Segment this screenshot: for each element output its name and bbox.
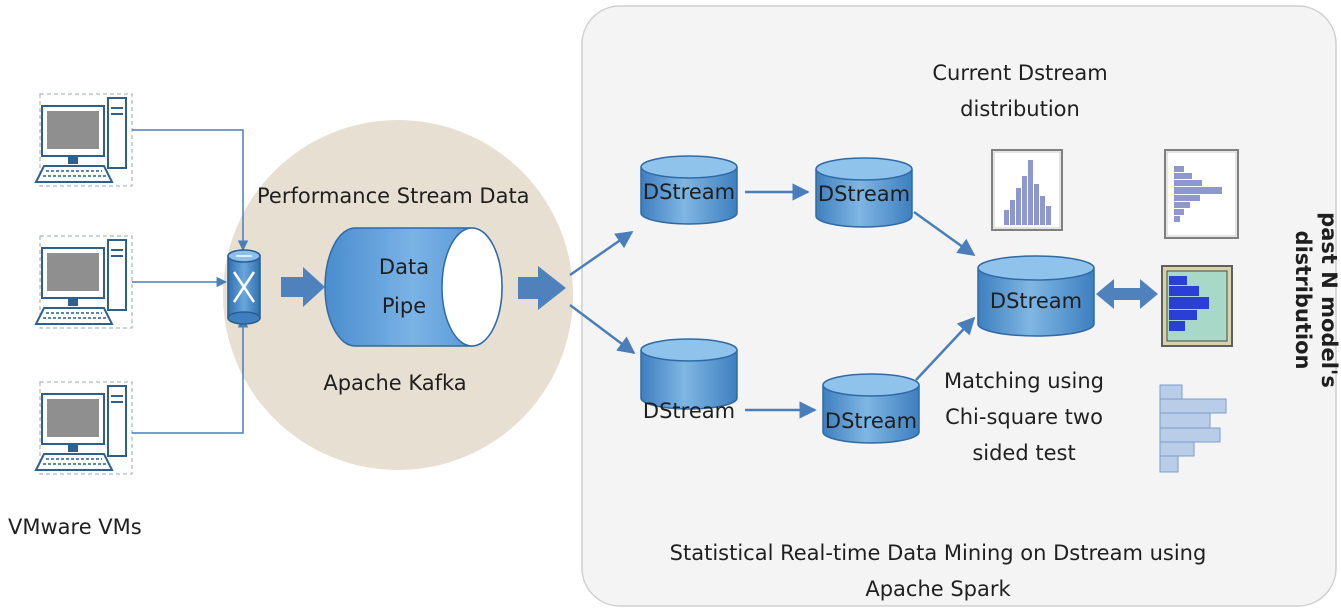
dstream-bottom-left-label: DStream [643, 399, 735, 423]
dstream-top-left-label: DStream [643, 180, 735, 204]
past-distribution-histogram-icon-3 [1159, 384, 1227, 473]
arrow-pipe-to-spark [518, 266, 566, 310]
past-distribution-histogram-icon-1 [1164, 149, 1239, 239]
apache-kafka-label: Apache Kafka [323, 371, 466, 395]
performance-stream-label: Performance Stream Data [257, 184, 530, 208]
past-distribution-label-line1: past N model's [1317, 212, 1341, 388]
matching-label-line3: sided test [972, 441, 1075, 465]
vm-computer-icon-2 [35, 235, 133, 329]
vm-computer-icon-3 [35, 381, 133, 475]
vmware-vms-label: VMware VMs [8, 515, 142, 539]
spark-caption-line2: Apache Spark [865, 577, 1011, 601]
past-distribution-histogram-icon-2 [1161, 265, 1233, 347]
current-distribution-histogram-icon [991, 149, 1063, 231]
spark-caption-line1: Statistical Real-time Data Mining on Dst… [670, 541, 1207, 565]
double-arrow-matching [1096, 279, 1158, 309]
dstream-connectors [745, 183, 976, 419]
dstream-merged [977, 255, 1095, 337]
dstream-top-right-label: DStream [818, 182, 910, 206]
current-distribution-label-line1: Current Dstream [932, 61, 1107, 85]
dstream-top-left [640, 155, 738, 225]
network-router-icon [227, 249, 261, 325]
dstream-merged-label: DStream [990, 289, 1082, 313]
vm-computer-icon-1 [35, 93, 133, 187]
dstream-top-right [815, 157, 913, 228]
dstream-bottom-right [822, 373, 920, 444]
dstream-bottom-right-label: DStream [825, 409, 917, 433]
matching-label-line1: Matching using [944, 369, 1104, 393]
dstream-bottom-left [640, 338, 738, 410]
arrow-router-to-pipe [281, 267, 325, 307]
split-arrows [569, 230, 636, 355]
spark-panel [581, 5, 1337, 607]
current-distribution-label-line2: distribution [960, 97, 1080, 121]
matching-label-line2: Chi-square two [945, 405, 1103, 429]
past-distribution-label-line2: distribution [1291, 231, 1315, 370]
data-pipe-cylinder [324, 227, 503, 347]
data-pipe-label-line2: Pipe [382, 294, 426, 318]
data-pipe-label-line1: Data [379, 255, 429, 279]
vm-connections [132, 129, 249, 434]
